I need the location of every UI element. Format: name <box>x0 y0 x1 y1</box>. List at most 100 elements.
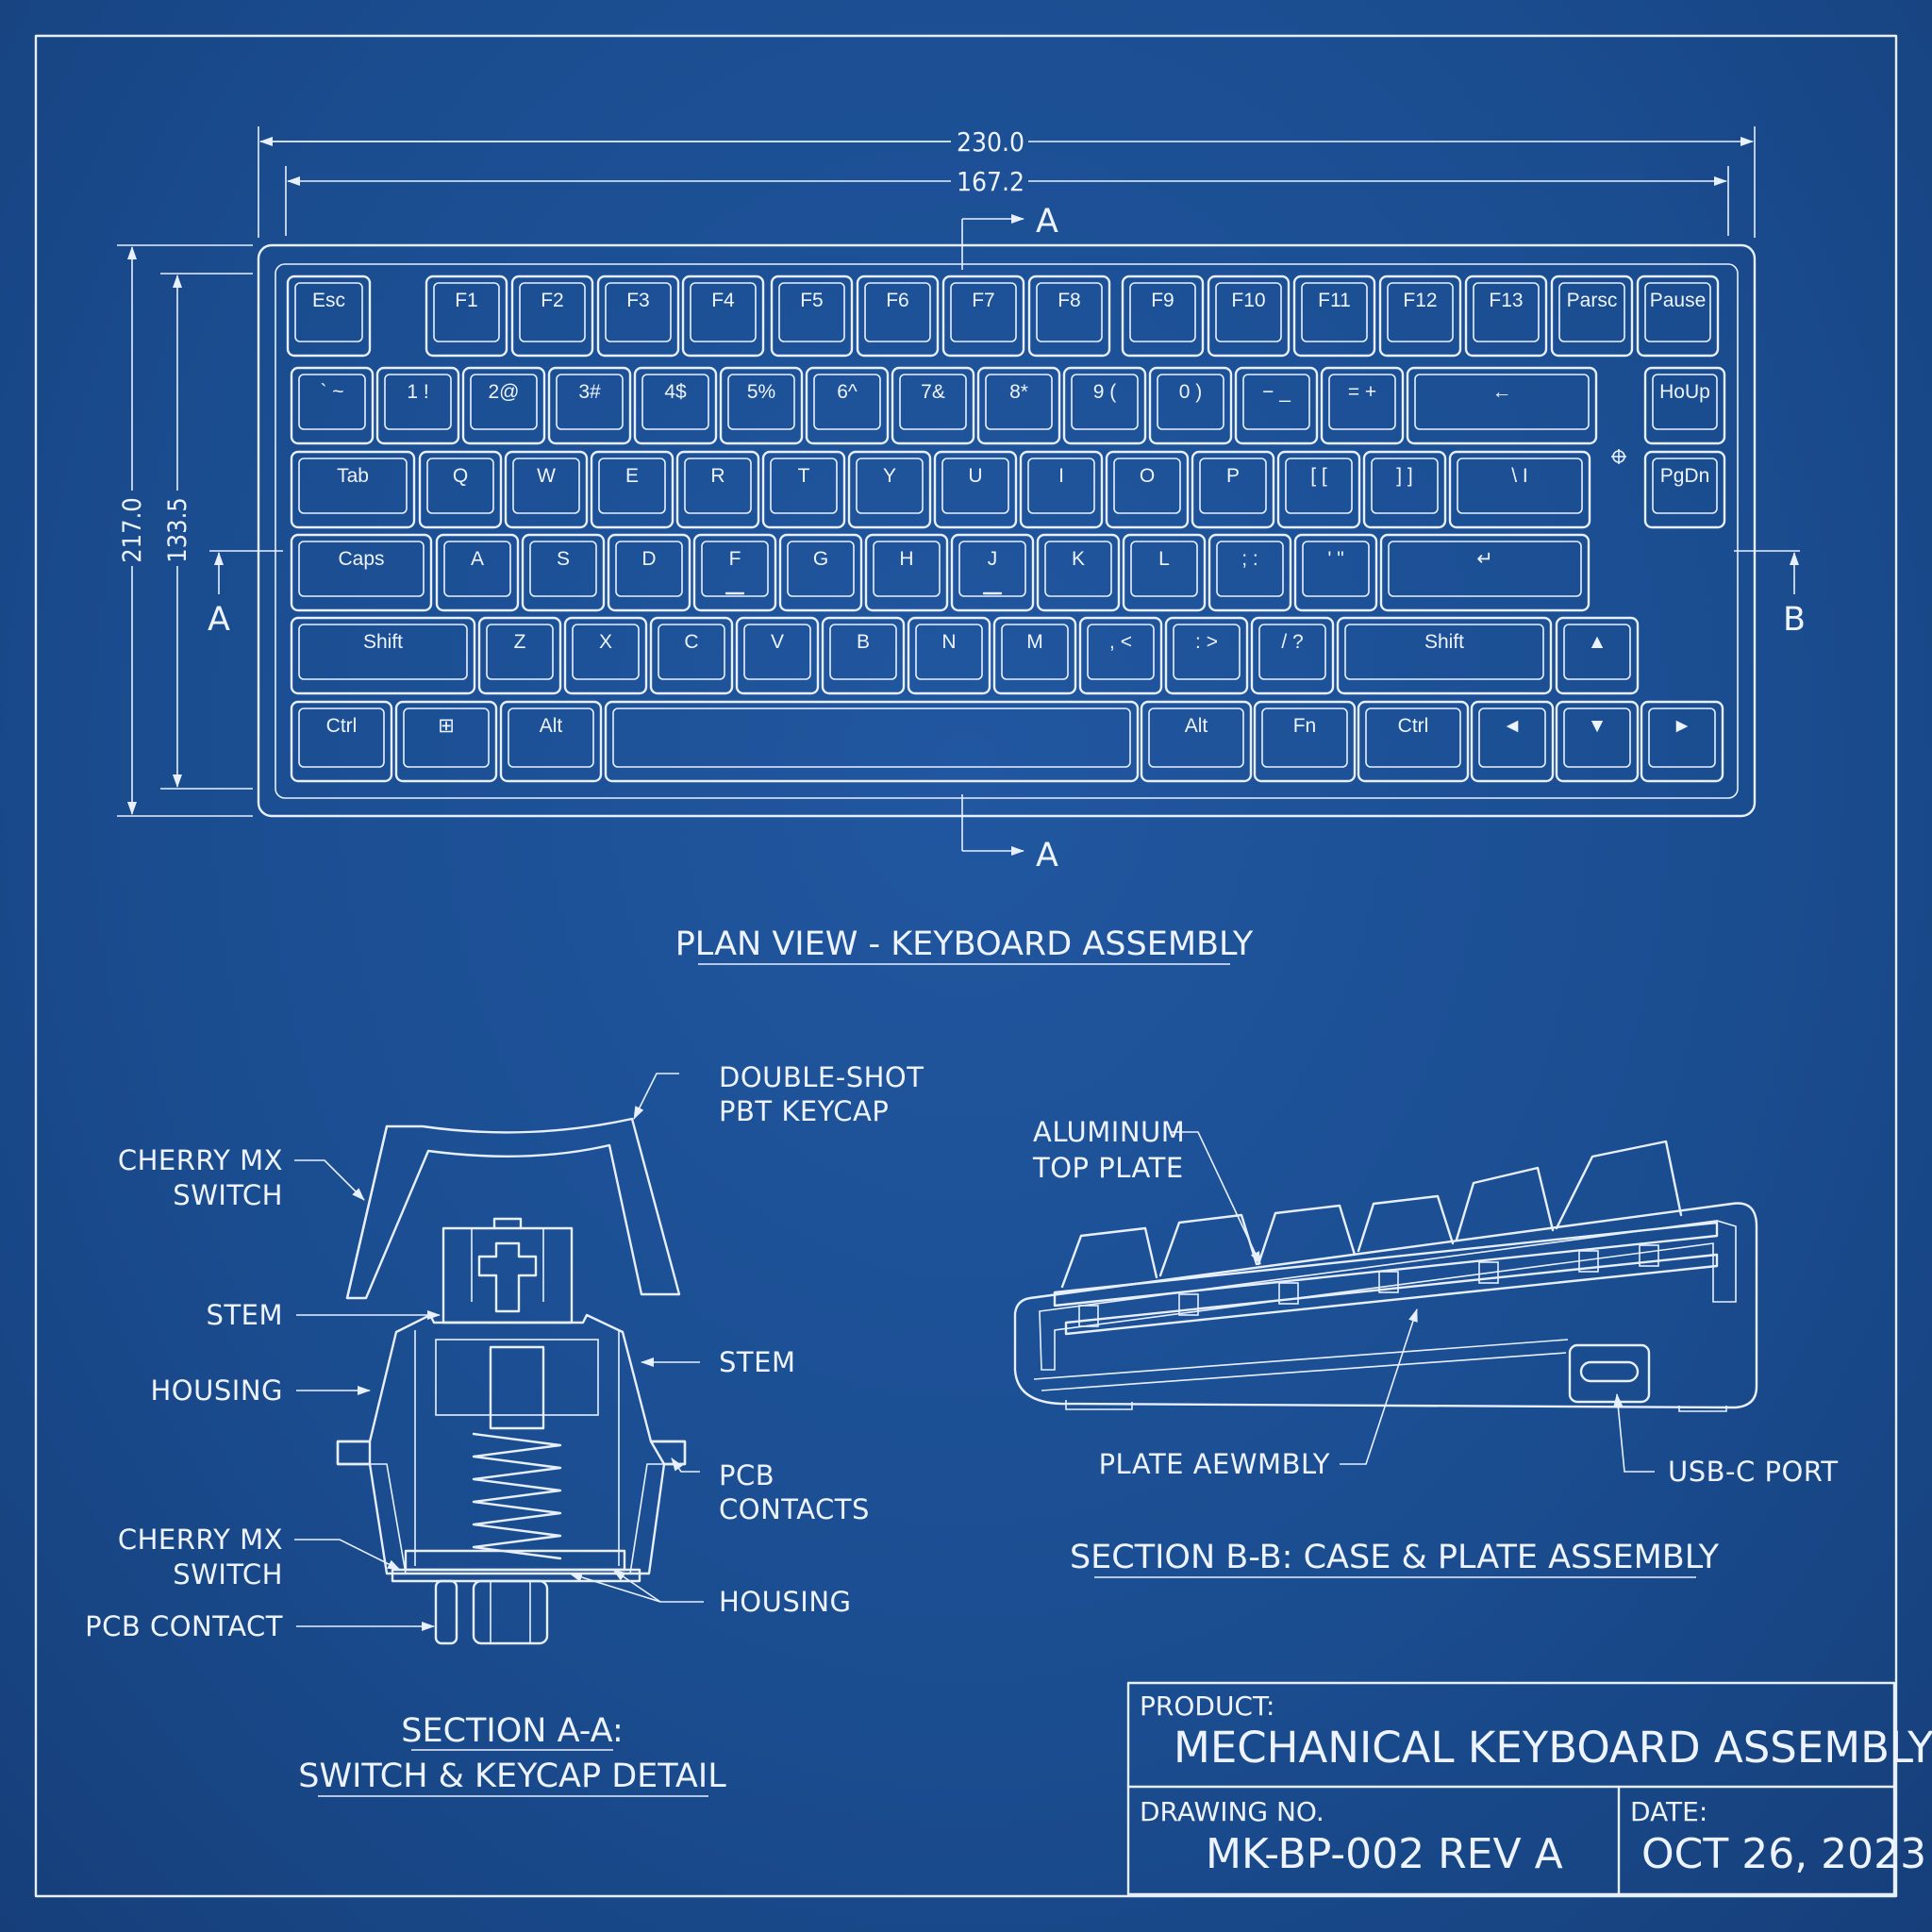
plan-view-title: PLAN VIEW - KEYBOARD ASSEMBLY <box>675 925 1254 963</box>
key-home-10: ; : <box>1208 533 1292 612</box>
key-shift-4: V <box>735 616 820 695</box>
section-mark-a-bottom: A <box>1036 837 1058 874</box>
key-label: ► <box>1673 715 1692 737</box>
key-top-7: U <box>933 450 1018 529</box>
key-number-1: 1 ! <box>375 366 460 445</box>
key-number-9: 9 ( <box>1062 366 1147 445</box>
key-home-7: J <box>950 533 1035 612</box>
key-label: F4 <box>711 290 735 311</box>
key-function-5: F5 <box>770 275 854 358</box>
key-label: 0 ) <box>1179 381 1203 403</box>
key-home-6: H <box>864 533 949 612</box>
callout-switch-top-l2: SWITCH <box>173 1179 283 1211</box>
key-top-1: Q <box>418 450 503 529</box>
key-label: Z <box>514 631 526 653</box>
key-label: ← <box>1492 381 1512 403</box>
key-label: F13 <box>1489 290 1523 311</box>
key-number-13: ← <box>1406 366 1598 445</box>
key-number-8: 8* <box>976 366 1061 445</box>
key-function-8: F8 <box>1027 275 1111 358</box>
key-label: Ctrl <box>326 715 358 737</box>
key-function-14: Parsc <box>1550 275 1634 358</box>
key-number-3: 3# <box>547 366 632 445</box>
key-label: 3# <box>578 381 601 403</box>
key-label: 1 ! <box>407 381 428 403</box>
key-label: D <box>641 548 656 570</box>
section-a-title-line2: SWITCH & KEYCAP DETAIL <box>298 1757 726 1795</box>
key-function-10: F10 <box>1207 275 1291 358</box>
key-label: F1 <box>455 290 478 311</box>
key-top-12: ] ] <box>1362 450 1447 529</box>
key-label: : > <box>1195 631 1218 653</box>
key-number-11: − _ <box>1234 366 1319 445</box>
section-b-case-plate: ALUMINUM TOP PLATE PLATE AEWMBLY USB-C P… <box>1013 1116 1838 1578</box>
product-value: MECHANICAL KEYBOARD ASSEMBLY <box>1174 1723 1932 1773</box>
pcb-layer <box>1064 1253 1719 1336</box>
switch-spring <box>472 1432 562 1560</box>
key-top-6: Y <box>847 450 932 529</box>
callout-plate-l1: ALUMINUM <box>1033 1116 1185 1148</box>
key-function-6: F6 <box>856 275 940 358</box>
key-label: Parsc <box>1567 290 1618 311</box>
key-label: O <box>1140 465 1155 487</box>
key-shift-7: M <box>992 616 1077 695</box>
key-label: Pause <box>1650 290 1707 311</box>
key-label: F <box>729 548 741 570</box>
keycap-shell <box>345 1117 681 1300</box>
key-home-9: L <box>1122 533 1207 612</box>
key-label: ▼ <box>1588 715 1607 737</box>
key-label: F10 <box>1231 290 1265 311</box>
key-label: Caps <box>338 548 384 570</box>
key-top-11: [ [ <box>1276 450 1361 529</box>
key-shift-12: ▲ <box>1555 616 1640 695</box>
key-top-10: P <box>1191 450 1275 529</box>
key-label: 6^ <box>837 381 858 403</box>
key-home-0: Caps <box>290 533 433 612</box>
key-function-11: F11 <box>1292 275 1376 358</box>
key-bottom-2: Alt <box>499 700 603 783</box>
key-function-1: F1 <box>425 275 508 358</box>
key-label: H <box>899 548 913 570</box>
key-label: B <box>857 631 870 653</box>
key-bottom-5: Fn <box>1253 700 1357 783</box>
key-function-15: Pause <box>1636 275 1720 358</box>
key-label: Q <box>453 465 468 487</box>
key-label: S <box>557 548 570 570</box>
key-top-0: Tab <box>290 450 416 529</box>
key-label: HoUp <box>1659 381 1710 403</box>
key-label: L <box>1158 548 1170 570</box>
key-label: 5% <box>747 381 775 403</box>
key-label: , < <box>1109 631 1132 653</box>
key-function-12: F12 <box>1378 275 1462 358</box>
key-label: A <box>471 548 484 570</box>
key-label: E <box>625 465 639 487</box>
section-b-title: SECTION B-B: CASE & PLATE ASSEMBLY <box>1070 1539 1720 1576</box>
key-shift-1: Z <box>477 616 562 695</box>
drawing-number-label: DRAWING NO. <box>1140 1796 1324 1827</box>
key-label: 8* <box>1009 381 1028 403</box>
key-label: F5 <box>800 290 824 311</box>
key-label: Fn <box>1293 715 1317 737</box>
key-top-3: E <box>590 450 675 529</box>
key-top-9: O <box>1105 450 1190 529</box>
key-number-2: 2@ <box>461 366 546 445</box>
key-function-9: F9 <box>1121 275 1205 358</box>
key-bottom-4: Alt <box>1140 700 1253 783</box>
key-label: Esc <box>312 290 345 311</box>
dim-plate-height: 133.5 <box>163 497 192 563</box>
usb-c-port <box>1579 1360 1640 1383</box>
key-label: 4$ <box>664 381 687 403</box>
key-bottom-1: ⊞ <box>394 700 498 783</box>
key-function-2: F2 <box>510 275 594 358</box>
key-home-2: S <box>521 533 606 612</box>
key-label: Tab <box>337 465 369 487</box>
title-block <box>1126 1681 1896 1896</box>
key-bottom-6: Ctrl <box>1357 700 1470 783</box>
key-label: F9 <box>1151 290 1174 311</box>
key-label: F7 <box>972 290 995 311</box>
key-label: F2 <box>541 290 564 311</box>
key-label: K <box>1072 548 1085 570</box>
key-label: W <box>537 465 556 487</box>
callout-switch-bottom-l1: CHERRY MX <box>118 1524 283 1556</box>
